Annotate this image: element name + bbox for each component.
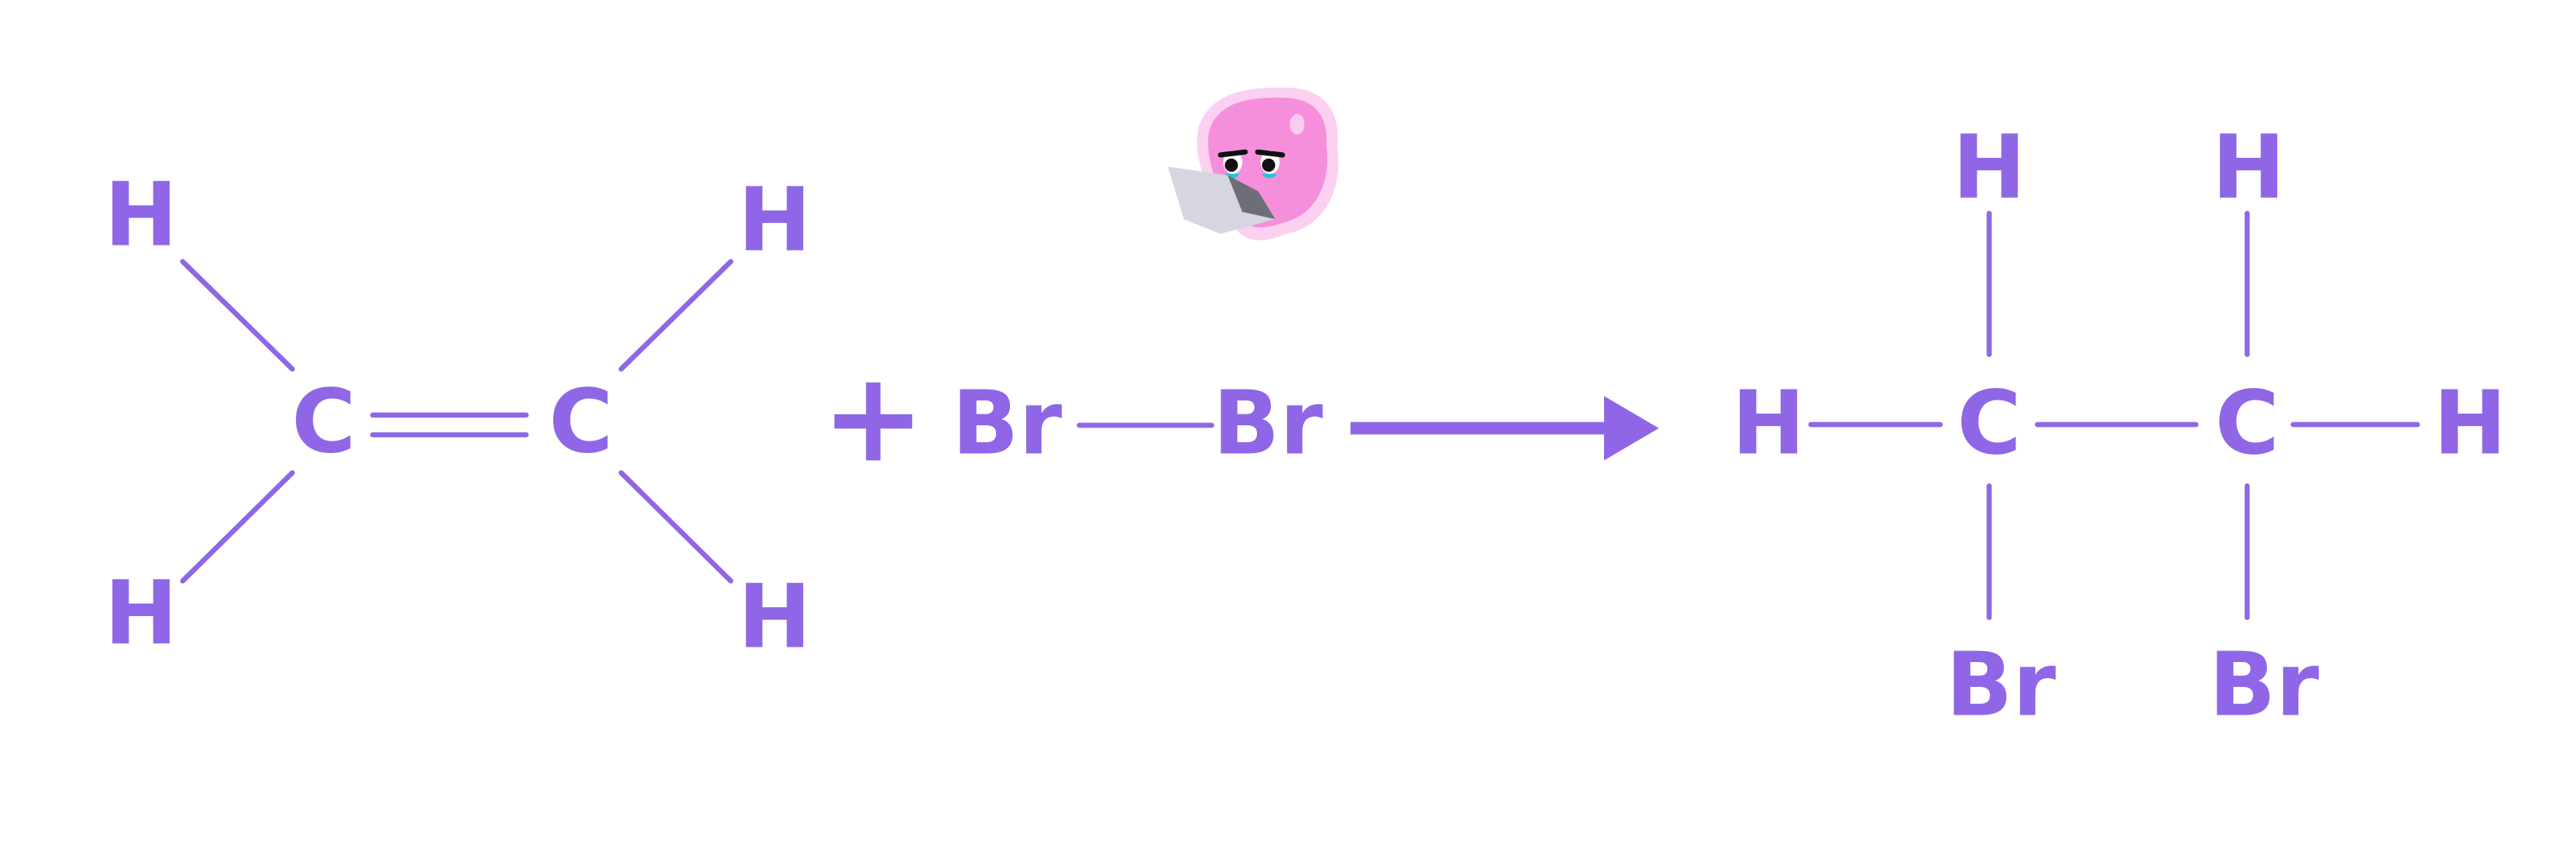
mascot-shine	[1290, 114, 1304, 134]
laptop-base	[1184, 212, 1275, 234]
mascot-pupil-right	[1262, 159, 1275, 172]
bromine-molecule: Br Br	[952, 373, 1323, 475]
product-atom-h-right-top: H	[2212, 118, 2285, 219]
mascot-with-laptop-icon	[1168, 87, 1339, 240]
arrow-right-icon	[1350, 396, 1659, 460]
product-atom-br-left: Br	[1946, 635, 2056, 737]
mascot-eyelid-left	[1217, 149, 1248, 158]
ethene-bond-h-c-upper-left	[180, 259, 295, 372]
ethene-bond-c-h-upper-right	[618, 259, 734, 372]
product-atom-c-left: C	[1957, 373, 2021, 475]
ethene-bond-h-c-lower-left	[180, 470, 295, 584]
reaction-arrow-head	[1604, 396, 1659, 460]
bromine-atom-left: Br	[952, 373, 1063, 475]
laptop-screen-edge	[1228, 175, 1275, 219]
ethene-atom-c-right: C	[549, 372, 613, 474]
ethene-atom-c-left: C	[292, 372, 356, 474]
ethene-atom-h-upper-right: H	[738, 170, 811, 272]
ethene-bond-c-h-lower-right	[618, 470, 734, 584]
product-atom-c-right: C	[2215, 373, 2279, 475]
ethene-atom-h-upper-left: H	[105, 165, 178, 267]
product-atom-br-right: Br	[2209, 635, 2319, 737]
product-atom-h-left: H	[1732, 373, 1805, 475]
bromine-atom-right: Br	[1213, 373, 1323, 475]
product-atom-h-right: H	[2433, 373, 2507, 475]
laptop-screen	[1168, 167, 1242, 219]
dibromoethane-molecule: H H H C C H Br Br	[1732, 118, 2507, 737]
mascot-tear-right	[1262, 174, 1277, 178]
mascot-eyelid-right	[1255, 149, 1285, 158]
mascot-pupil-left	[1225, 159, 1238, 172]
product-atom-h-left-top: H	[1953, 118, 2026, 219]
plus-sign: +	[821, 346, 925, 490]
ethene-atom-h-lower-right: H	[738, 567, 811, 669]
ethene-molecule: H H C C H H	[105, 165, 811, 669]
ethene-atom-h-lower-left: H	[105, 563, 178, 665]
